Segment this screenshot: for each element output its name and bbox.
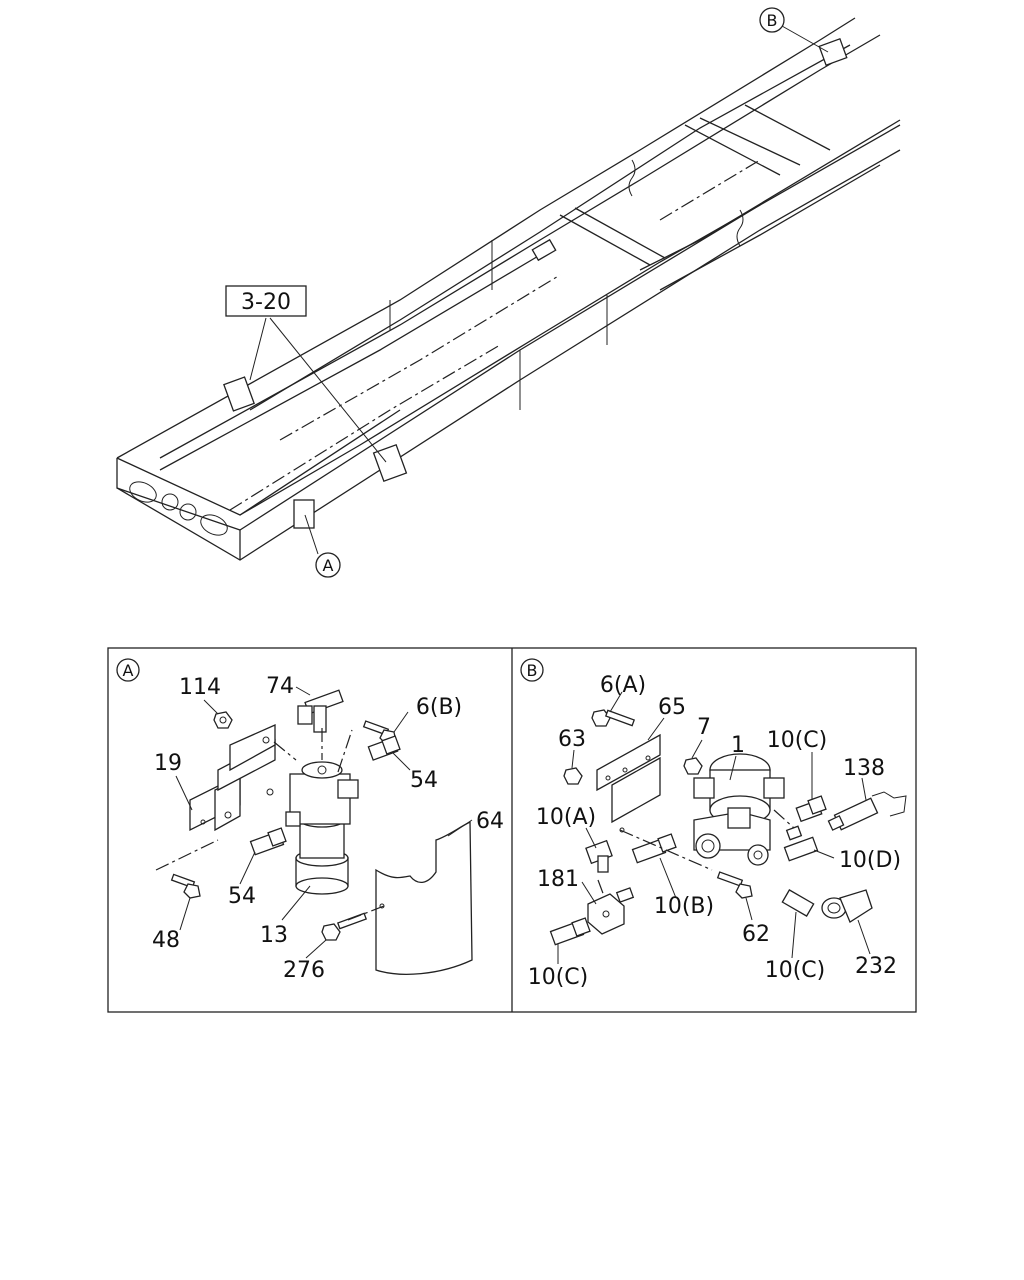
tee-block-181 — [587, 887, 635, 935]
panel-b-badge: B — [520, 658, 544, 682]
label-1: 1 — [731, 733, 745, 758]
bolt-276 — [321, 912, 368, 941]
nut-63 — [563, 767, 583, 785]
overview-leaders — [249, 25, 829, 555]
valve-bracket — [596, 733, 661, 833]
label-64: 64 — [476, 809, 504, 834]
fitting-10c-left — [549, 917, 591, 946]
banjo-232 — [821, 889, 873, 923]
fitting-10c-top — [795, 795, 827, 823]
fitting-10d — [783, 825, 819, 862]
svg-text:3-20: 3-20 — [241, 290, 291, 315]
label-232: 232 — [855, 954, 897, 979]
svg-text:A: A — [323, 556, 334, 575]
chassis-frame — [116, 17, 901, 561]
callout-a-overview: A — [315, 552, 341, 578]
label-74: 74 — [266, 674, 294, 699]
sensor-138 — [827, 791, 907, 831]
label-54-right: 54 — [410, 768, 438, 793]
callout-b-overview: B — [759, 7, 785, 33]
label-48: 48 — [152, 928, 180, 953]
detail-panel-b: B — [520, 658, 907, 990]
panel-a-badge: A — [116, 658, 140, 682]
label-10b: 10(B) — [654, 894, 714, 919]
label-138: 138 — [843, 756, 885, 781]
fitting-54-left — [249, 827, 287, 856]
svg-text:B: B — [527, 661, 538, 680]
bolt-6a — [591, 709, 636, 727]
label-13: 13 — [260, 923, 288, 948]
label-7: 7 — [697, 715, 711, 740]
svg-text:A: A — [123, 661, 134, 680]
label-6a: 6(A) — [600, 673, 646, 698]
label-10c-bottom: 10(C) — [765, 958, 826, 983]
relay-valve — [693, 753, 785, 866]
label-10a: 10(A) — [536, 805, 596, 830]
label-19: 19 — [154, 751, 182, 776]
label-114: 114 — [179, 675, 221, 700]
heat-shield — [375, 820, 473, 975]
label-10c-left: 10(C) — [528, 965, 589, 990]
label-10d: 10(D) — [839, 848, 901, 873]
label-62: 62 — [742, 922, 770, 947]
label-10c-top: 10(C) — [767, 728, 828, 753]
reference-box: 3-20 — [225, 285, 307, 317]
fuel-filter — [285, 761, 359, 895]
nut-114 — [213, 711, 233, 729]
fitting-10a — [585, 839, 613, 873]
label-65: 65 — [658, 695, 686, 720]
fitting-54-right — [367, 735, 401, 761]
tee-fitting — [297, 689, 344, 733]
bolt-48 — [170, 873, 201, 899]
label-54-left: 54 — [228, 884, 256, 909]
label-63: 63 — [558, 727, 586, 752]
bolt-62 — [716, 871, 753, 899]
label-276: 276 — [283, 958, 325, 983]
nut-7 — [683, 757, 703, 775]
label-181: 181 — [537, 867, 579, 892]
fitting-10b — [631, 833, 677, 864]
svg-text:B: B — [767, 11, 778, 30]
fitting-10c-bottom — [781, 889, 815, 917]
label-6b: 6(B) — [416, 695, 462, 720]
detail-panel-a: A — [116, 658, 504, 983]
mounting-bracket — [189, 723, 276, 832]
